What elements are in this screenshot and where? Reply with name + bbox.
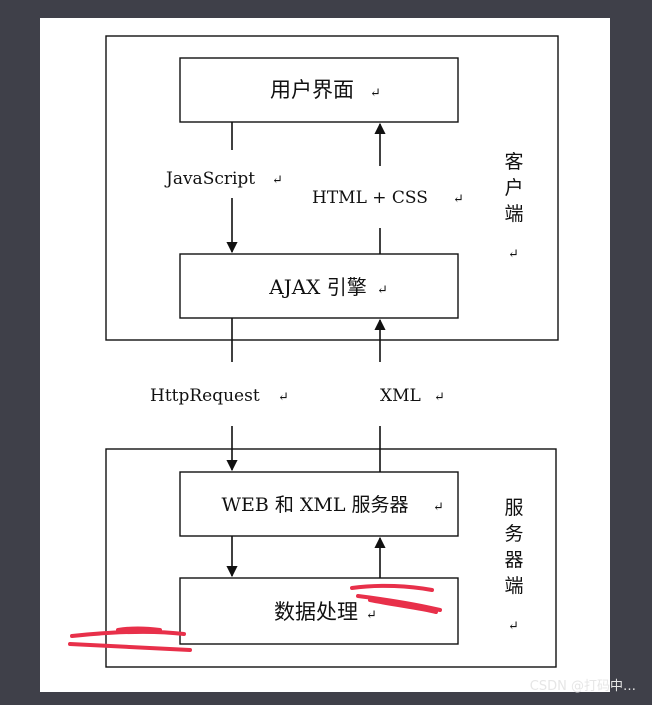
data-processing-label: 数据处理 xyxy=(274,600,358,624)
return-mark: ↵ xyxy=(272,173,283,188)
csdn-watermark: CSDN @打码中… xyxy=(529,679,636,694)
server-side-vertical-label: 服务器端 xyxy=(504,497,523,597)
ui-box-label: 用户界面 xyxy=(270,78,354,102)
redaction-scribble xyxy=(350,583,442,614)
return-mark: ↵ xyxy=(453,192,464,207)
httprequest-label: HttpRequest xyxy=(150,386,260,406)
return-mark: ↵ xyxy=(377,283,388,298)
return-mark: ↵ xyxy=(508,247,519,262)
client-frame xyxy=(105,35,559,341)
web-xml-server-label: WEB 和 XML 服务器 xyxy=(221,494,408,516)
xml-label: XML xyxy=(380,386,421,406)
javascript-label: JavaScript xyxy=(164,169,255,189)
server-frame xyxy=(105,448,557,668)
client-side-vertical-label: 客户端 xyxy=(504,151,523,225)
return-mark: ↵ xyxy=(278,390,289,405)
redaction-scribble xyxy=(68,626,192,652)
html-css-label: HTML + CSS xyxy=(312,188,428,208)
return-mark: ↵ xyxy=(366,608,377,623)
return-mark: ↵ xyxy=(370,86,381,101)
return-mark: ↵ xyxy=(508,619,519,634)
return-mark: ↵ xyxy=(433,500,444,515)
ajax-engine-label: AJAX 引擎 xyxy=(268,275,367,299)
web-xml-server-box xyxy=(179,471,459,537)
return-mark: ↵ xyxy=(434,390,445,405)
ajax-engine-box xyxy=(179,253,459,319)
ui-box xyxy=(179,57,459,123)
